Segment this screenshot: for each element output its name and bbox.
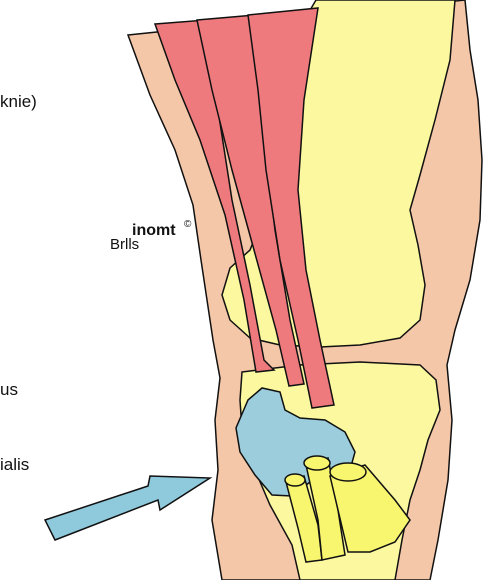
label-knee-fragment: knie) (0, 92, 37, 112)
tendon-3-end (330, 463, 366, 481)
tendon-2-end (304, 456, 330, 470)
label-ialis-fragment: ialis (0, 455, 29, 475)
pointer-arrow (45, 476, 210, 540)
watermark-copyright: © (184, 219, 191, 230)
label-us-fragment: us (0, 380, 18, 400)
tendon-1-end (285, 474, 305, 486)
watermark-bottom: Brlls (110, 236, 139, 253)
